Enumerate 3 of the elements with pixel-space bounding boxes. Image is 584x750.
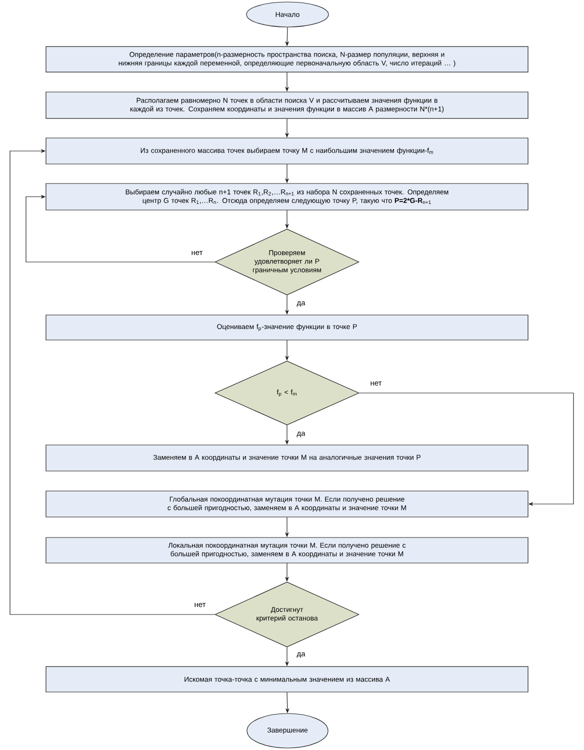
arrow bbox=[10, 148, 215, 615]
arrow bbox=[359, 392, 574, 506]
arrow bbox=[26, 194, 215, 262]
